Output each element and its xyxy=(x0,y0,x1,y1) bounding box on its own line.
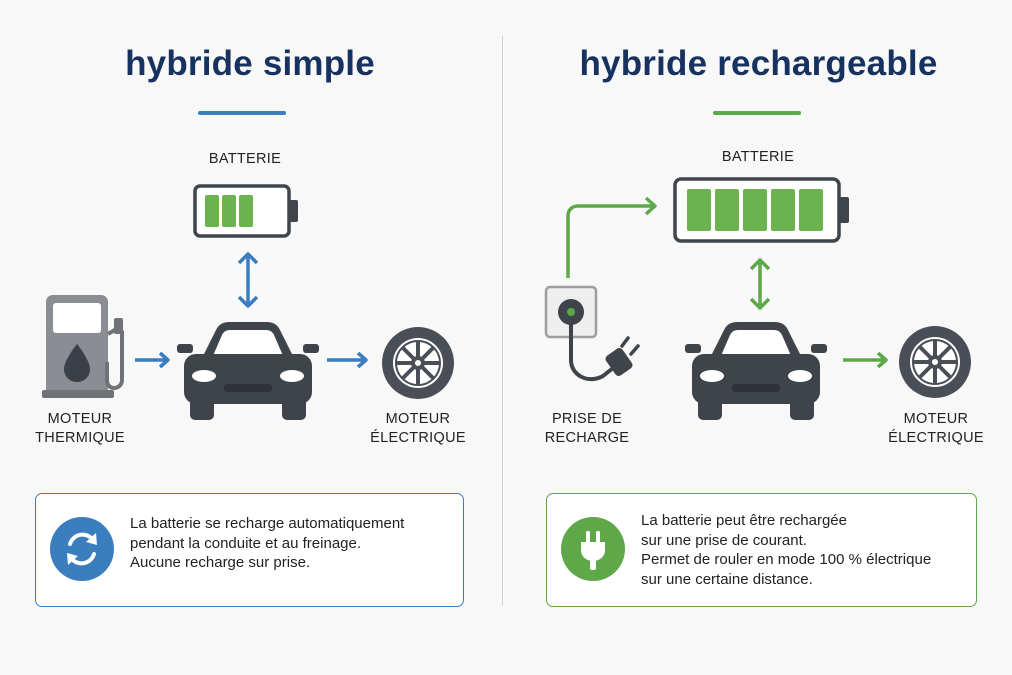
electric-motor-label-line1: MOTEUR xyxy=(385,411,451,427)
title-underline xyxy=(198,111,286,115)
info-line: sur une prise de courant. xyxy=(641,531,807,549)
battery-cell xyxy=(239,195,253,227)
info-line: La batterie se recharge automatiquement xyxy=(130,515,405,532)
bidirectional-arrow-icon xyxy=(237,252,259,308)
info-line: La batterie peut être rechargée xyxy=(641,512,847,529)
info-line: sur une certaine distance. xyxy=(641,570,813,588)
fuel-pump-icon xyxy=(42,295,124,398)
battery-cell xyxy=(771,189,795,231)
charge-outlet-label: PRISE DE RECHARGE xyxy=(529,410,645,448)
outlet-plug-icon xyxy=(544,285,640,382)
arrow-right-icon xyxy=(135,351,170,369)
bidirectional-arrow-icon xyxy=(749,258,771,310)
info-line: Aucune recharge sur prise. xyxy=(130,554,311,571)
arrow-right-icon xyxy=(327,351,368,369)
battery-icon xyxy=(673,177,849,243)
title-underline xyxy=(713,111,801,115)
battery-label: BATTERIE xyxy=(721,149,795,165)
battery-cell xyxy=(687,189,711,231)
info-line: pendant la conduite et au freinage. xyxy=(130,534,362,552)
electric-motor-label: MOTEUR ÉLECTRIQUE xyxy=(357,410,479,448)
battery-cell xyxy=(222,195,236,227)
arrow-right-icon xyxy=(843,351,888,369)
wheel-icon xyxy=(382,327,454,399)
refresh-icon xyxy=(50,517,114,581)
fuel-engine-label-line1: MOTEUR xyxy=(47,411,113,427)
charge-outlet-label-line1: PRISE DE xyxy=(551,411,623,427)
electric-motor-label-line2: ÉLECTRIQUE xyxy=(888,430,984,446)
battery-cell xyxy=(743,189,767,231)
hybride-simple-panel: hybride simple BATTERIE MOTEUR THERMIQUE xyxy=(0,0,500,675)
info-text: La batterie se recharge automatiquement … xyxy=(130,514,404,573)
electric-motor-label-line1: MOTEUR xyxy=(903,411,969,427)
battery-cell xyxy=(715,189,739,231)
electric-motor-label: MOTEUR ÉLECTRIQUE xyxy=(875,410,997,448)
info-text: La batterie peut être rechargée sur une … xyxy=(641,511,931,589)
car-icon xyxy=(177,322,319,420)
plug-icon xyxy=(561,517,625,581)
info-card: La batterie peut être rechargée sur une … xyxy=(546,493,977,607)
info-card: La batterie se recharge automatiquement … xyxy=(35,493,464,607)
panel-title: hybride simple xyxy=(125,44,375,83)
battery-cell xyxy=(799,189,823,231)
battery-label: BATTERIE xyxy=(208,151,282,167)
panel-divider xyxy=(502,36,503,606)
fuel-engine-label-line2: THERMIQUE xyxy=(35,430,125,446)
panel-title: hybride rechargeable xyxy=(579,44,938,83)
charge-path-arrow-icon xyxy=(566,196,657,278)
charge-outlet-label-line2: RECHARGE xyxy=(544,430,630,446)
car-icon xyxy=(685,322,827,420)
electric-motor-label-line2: ÉLECTRIQUE xyxy=(370,430,466,446)
hybride-rechargeable-panel: hybride rechargeable BATTERIE PRISE DE R… xyxy=(505,0,1012,675)
fuel-engine-label: MOTEUR THERMIQUE xyxy=(24,410,136,448)
battery-icon xyxy=(193,184,298,238)
battery-cell xyxy=(205,195,219,227)
info-line: Permet de rouler en mode 100 % électriqu… xyxy=(641,551,932,568)
wheel-icon xyxy=(899,326,971,398)
